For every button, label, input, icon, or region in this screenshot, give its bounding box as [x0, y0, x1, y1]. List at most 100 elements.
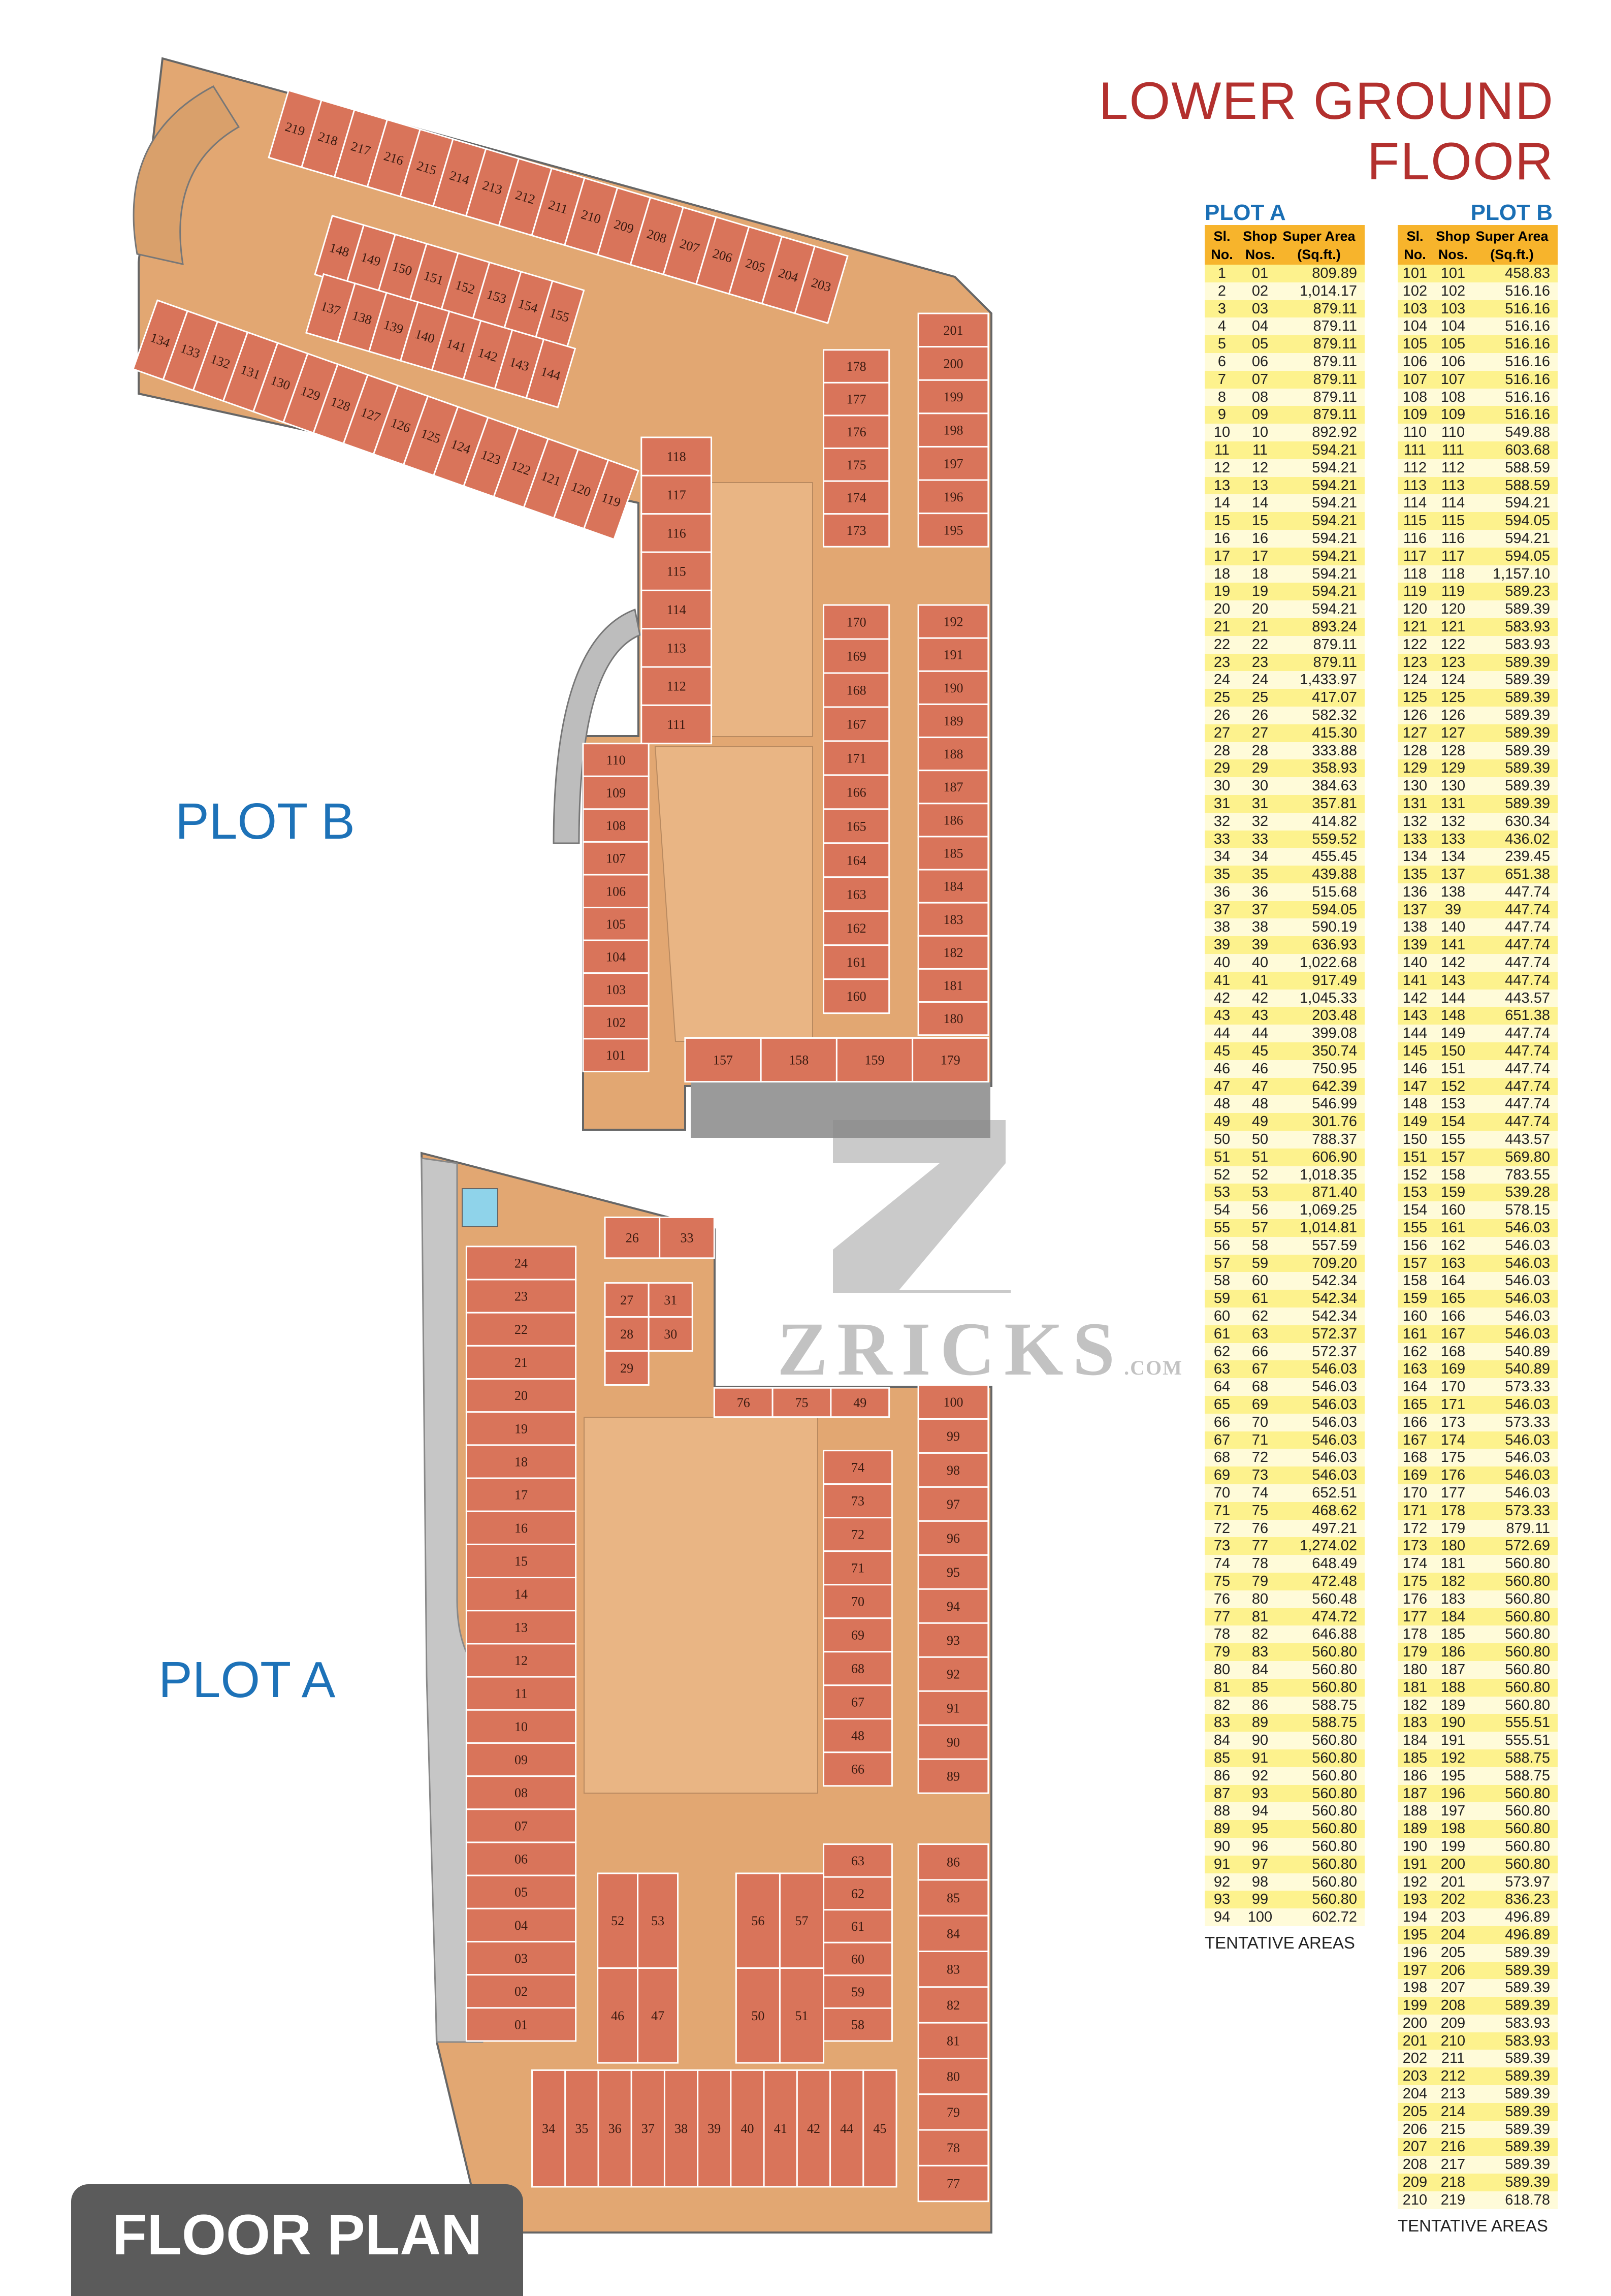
super-area-cell: 569.80 — [1505, 1149, 1550, 1165]
shop-unit — [917, 1554, 989, 1590]
shop-number-label: 33 — [680, 1231, 693, 1246]
sl-no-cell: 145 — [1402, 1043, 1428, 1060]
shop-no-cell: 169 — [1440, 1361, 1466, 1378]
shop-unit — [663, 2069, 699, 2188]
sl-no-cell: 137 — [1402, 901, 1428, 918]
sl-no-cell: 79 — [1213, 1644, 1231, 1661]
shop-number-label: 34 — [542, 2121, 555, 2136]
shop-unit — [465, 1345, 577, 1380]
sl-no-cell: 64 — [1213, 1379, 1231, 1395]
shop-no-cell: 72 — [1251, 1449, 1269, 1466]
shop-number-label: 186 — [943, 813, 963, 827]
sl-no-cell: 200 — [1402, 2015, 1428, 2031]
shop-no-cell: 13 — [1251, 477, 1269, 494]
watermark-logo — [833, 1120, 1011, 1293]
shop-number-label: 111 — [667, 717, 686, 732]
shop-no-cell: 66 — [1251, 1343, 1269, 1360]
shop-number-label: 15 — [514, 1554, 528, 1569]
sl-no-cell: 53 — [1213, 1184, 1231, 1201]
shop-unit — [648, 1316, 693, 1352]
shop-no-cell: 159 — [1440, 1184, 1466, 1201]
shop-strip-a_col24: 2423222120191817161514131211100908070605… — [465, 1246, 577, 2042]
shop-no-cell: 32 — [1251, 813, 1269, 830]
shop-unit — [582, 939, 650, 974]
shop-no-cell: 198 — [1440, 1821, 1466, 1837]
super-area-cell: 1,274.02 — [1300, 1538, 1357, 1554]
shop-no-cell: 39 — [1251, 937, 1269, 953]
shop-no-cell: 215 — [1440, 2121, 1466, 2138]
sl-no-cell: 181 — [1402, 1679, 1428, 1696]
shop-no-cell: 83 — [1251, 1644, 1269, 1661]
shop-no-cell: 180 — [1440, 1538, 1466, 1554]
shop-no-cell: 17 — [1251, 548, 1269, 564]
sl-no-cell: 178 — [1402, 1626, 1428, 1643]
shop-no-cell: 218 — [1440, 2174, 1466, 2191]
tentative-areas-note: TENTATIVE AREAS — [1398, 2216, 1548, 2235]
shop-unit — [917, 2022, 989, 2059]
super-area-cell: 572.37 — [1312, 1325, 1357, 1342]
shop-unit — [465, 1444, 577, 1479]
shop-unit — [823, 1684, 893, 1720]
sl-no-cell: 7 — [1217, 371, 1227, 388]
sl-no-cell: 193 — [1402, 1891, 1428, 1908]
shop-number-label: 117 — [667, 488, 686, 502]
shop-no-cell: 79 — [1251, 1573, 1269, 1589]
shop-no-cell: 183 — [1440, 1590, 1466, 1607]
super-area-cell: 560.80 — [1312, 1838, 1357, 1855]
shop-number-label: 41 — [774, 2121, 787, 2136]
shop-no-cell: 171 — [1440, 1396, 1466, 1413]
sl-no-cell: 92 — [1213, 1873, 1231, 1890]
shop-no-cell: 125 — [1440, 689, 1466, 706]
shop-unit — [917, 604, 989, 639]
shop-number-label: 173 — [847, 523, 866, 538]
sl-no-cell: 93 — [1213, 1891, 1231, 1908]
shop-no-cell: 46 — [1251, 1060, 1269, 1077]
super-area-cell: 546.03 — [1505, 1484, 1550, 1501]
sl-no-cell: 49 — [1213, 1113, 1231, 1130]
shop-number-label: 163 — [847, 887, 866, 902]
shop-unit — [823, 808, 890, 844]
sl-no-cell: 208 — [1402, 2156, 1428, 2173]
shop-no-cell: 118 — [1441, 565, 1465, 582]
shop-unit — [917, 1758, 989, 1794]
shop-unit — [823, 513, 890, 548]
shop-unit — [640, 589, 713, 630]
shop-number-label: 16 — [514, 1521, 528, 1536]
fire-services-room — [462, 1188, 498, 1227]
shop-no-cell: 165 — [1440, 1290, 1466, 1307]
sl-no-cell: 134 — [1402, 848, 1428, 865]
super-area-cell: 1,069.25 — [1300, 1202, 1357, 1219]
shop-no-cell: 26 — [1251, 707, 1269, 723]
shop-no-cell: 93 — [1251, 1785, 1269, 1802]
super-area-cell: 589.39 — [1505, 742, 1550, 759]
shop-no-cell: 192 — [1440, 1749, 1466, 1766]
shop-no-cell: 208 — [1440, 1997, 1466, 2014]
shop-no-cell: 174 — [1440, 1431, 1466, 1448]
sl-no-cell: 144 — [1402, 1025, 1428, 1042]
shop-number-label: 17 — [514, 1488, 528, 1503]
